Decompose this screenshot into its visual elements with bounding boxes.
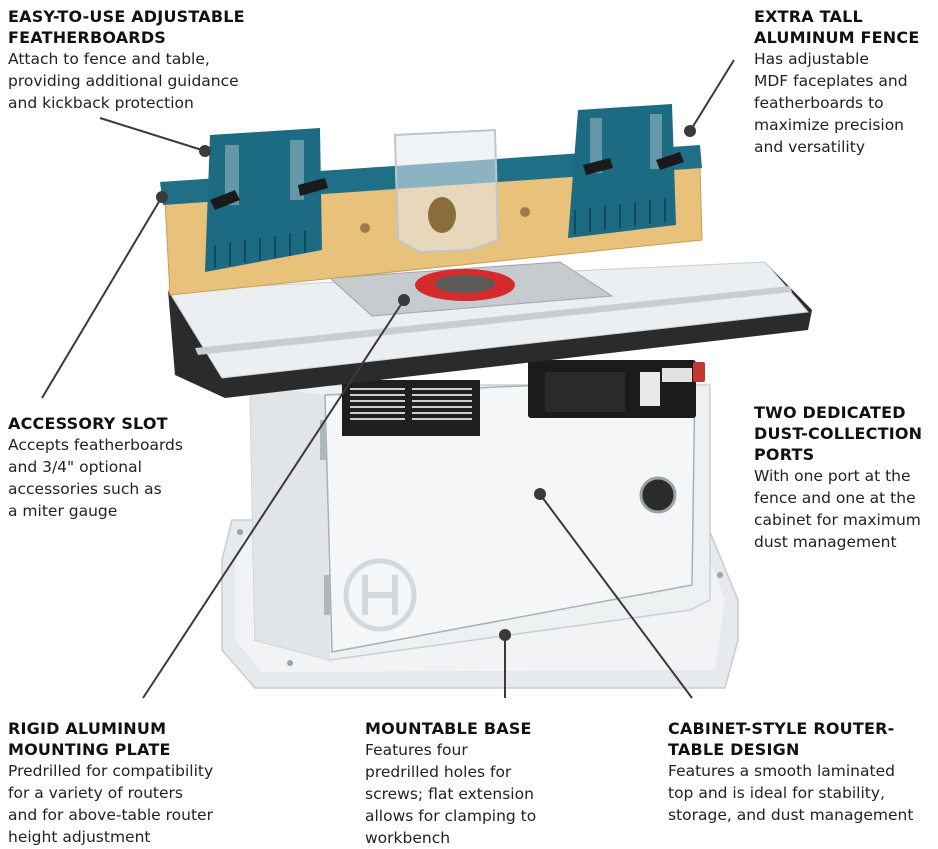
callout-base: MOUNTABLE BASE Features four predrilled …	[365, 718, 565, 849]
callout-body: Features a smooth laminated top and is i…	[668, 762, 914, 824]
accessory-slot	[195, 286, 792, 355]
callout-body: Predrilled for compatibility for a varie…	[8, 762, 214, 846]
dust-port	[639, 476, 677, 514]
callout-body: Features four predrilled holes for screw…	[365, 741, 537, 847]
power-switch-box	[528, 360, 705, 418]
callout-featherboards: EASY-TO-USE ADJUSTABLE FEATHERBOARDS Att…	[8, 6, 268, 114]
callout-body: With one port at the fence and one at th…	[754, 467, 921, 551]
featherboard-left	[205, 128, 328, 272]
callout-title: MOUNTABLE BASE	[365, 719, 532, 738]
featherboard-right	[568, 104, 684, 238]
callout-title: TWO DEDICATED DUST-COLLECTION PORTS	[754, 403, 923, 464]
callout-title: CABINET-STYLE ROUTER- TABLE DESIGN	[668, 719, 895, 759]
callout-body: Accepts featherboards and 3/4" optional …	[8, 436, 183, 520]
callout-title: ACCESSORY SLOT	[8, 414, 168, 433]
callout-dust-ports: TWO DEDICATED DUST-COLLECTION PORTS With…	[754, 402, 934, 553]
callout-body: Attach to fence and table, providing add…	[8, 50, 239, 112]
callout-mounting-plate: RIGID ALUMINUM MOUNTING PLATE Predrilled…	[8, 718, 258, 848]
callout-title: EXTRA TALL ALUMINUM FENCE	[754, 7, 920, 47]
callout-fence: EXTRA TALL ALUMINUM FENCE Has adjustable…	[754, 6, 934, 158]
callout-cabinet: CABINET-STYLE ROUTER- TABLE DESIGN Featu…	[668, 718, 934, 826]
bosch-logo-icon	[343, 558, 417, 632]
bit-guard	[393, 128, 500, 254]
callout-title: RIGID ALUMINUM MOUNTING PLATE	[8, 719, 171, 759]
callout-accessory-slot: ACCESSORY SLOT Accepts featherboards and…	[8, 413, 228, 522]
callout-body: Has adjustable MDF faceplates and feathe…	[754, 50, 908, 156]
callout-title: EASY-TO-USE ADJUSTABLE FEATHERBOARDS	[8, 7, 245, 47]
cabinet-body	[249, 360, 711, 661]
leader-lines	[41, 59, 735, 699]
